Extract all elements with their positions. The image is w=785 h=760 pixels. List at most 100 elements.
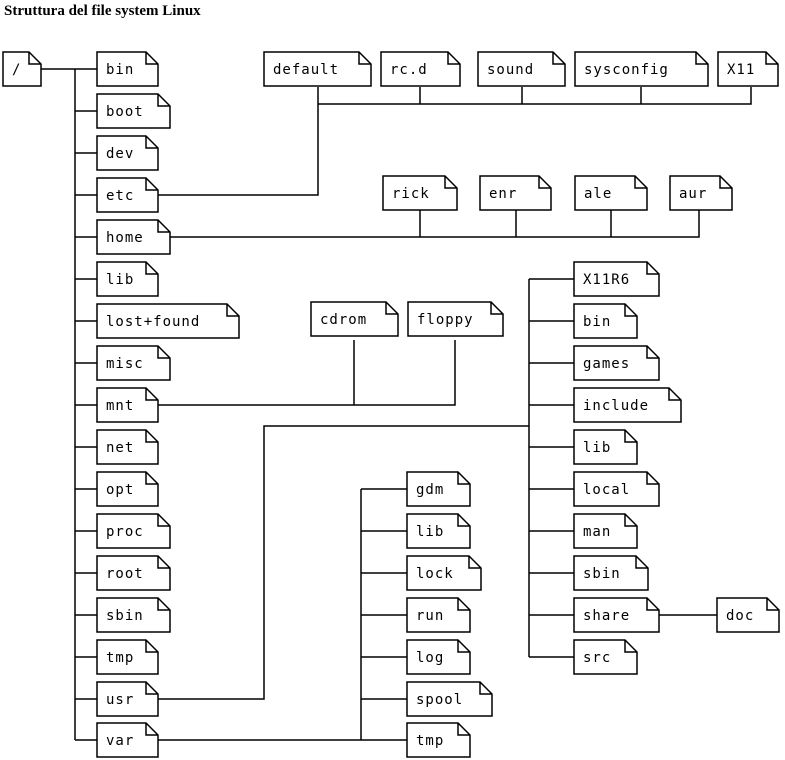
dir-label: proc <box>106 524 144 540</box>
dir-node-misc: misc <box>96 345 171 381</box>
dir-label: boot <box>106 104 144 120</box>
folded-page-icon <box>96 303 240 339</box>
dir-label: include <box>583 398 649 414</box>
diagram-title: Struttura del file system Linux <box>4 3 201 19</box>
dir-node-etc-rcd: rc.d <box>380 51 461 87</box>
folded-page-icon <box>716 597 780 633</box>
dir-label: spool <box>416 692 463 708</box>
folded-page-icon <box>96 135 159 171</box>
folded-page-icon <box>96 639 159 675</box>
folded-page-icon <box>96 513 171 549</box>
dir-label: etc <box>106 188 134 204</box>
folded-page-icon <box>96 429 159 465</box>
dir-label: bin <box>106 62 134 78</box>
folded-page-icon <box>2 51 42 87</box>
dir-label: sysconfig <box>584 62 669 78</box>
folded-page-icon <box>380 51 461 87</box>
dir-label: doc <box>726 608 754 624</box>
connector-usr <box>158 425 529 700</box>
dir-node-etc-default: default <box>263 51 372 87</box>
dir-label: bin <box>583 314 611 330</box>
dir-node-var-spool: spool <box>406 681 493 717</box>
folded-page-icon <box>96 681 159 717</box>
dir-label: share <box>583 608 630 624</box>
dir-label: lost+found <box>106 314 200 330</box>
folded-page-icon <box>406 597 471 633</box>
dir-label: rc.d <box>390 62 428 78</box>
dir-node-root-dir: root <box>96 555 171 591</box>
dir-label: games <box>583 356 630 372</box>
dir-node-etc: etc <box>96 177 159 213</box>
folded-page-icon <box>573 261 660 297</box>
dir-node-mnt-floppy: floppy <box>407 301 504 337</box>
folded-page-icon <box>406 471 471 507</box>
dir-label: ale <box>584 186 612 202</box>
folded-page-icon <box>574 175 648 211</box>
dir-label: misc <box>106 356 144 372</box>
folded-page-icon <box>310 301 399 337</box>
dir-node-mnt-cdrom: cdrom <box>310 301 399 337</box>
dir-node-root: / <box>2 51 42 87</box>
dir-node-sbin: sbin <box>96 597 171 633</box>
tree-nodes: / bin boot dev etc home lib lost+found misc mnt ne… <box>2 51 780 758</box>
dir-label: run <box>416 608 444 624</box>
dir-label: dev <box>106 146 134 162</box>
folded-page-icon <box>407 301 504 337</box>
dir-node-home: home <box>96 219 171 255</box>
dir-label: local <box>583 482 630 498</box>
folded-page-icon <box>382 175 458 211</box>
folded-page-icon <box>406 639 471 675</box>
folded-page-icon <box>669 175 733 211</box>
folded-page-icon <box>573 471 660 507</box>
dir-label: sbin <box>106 608 144 624</box>
folded-page-icon <box>477 51 566 87</box>
dir-node-etc-sound: sound <box>477 51 566 87</box>
dir-node-usr-x11r6: X11R6 <box>573 261 660 297</box>
dir-node-usr-sbin: sbin <box>573 555 649 591</box>
dir-label: rick <box>392 186 430 202</box>
dir-label: lib <box>416 524 444 540</box>
dir-node-usr-lib: lib <box>573 429 638 465</box>
dir-label: root <box>106 566 144 582</box>
dir-label: sound <box>487 62 534 78</box>
folded-page-icon <box>574 51 709 87</box>
dir-node-usr-include: include <box>573 387 682 423</box>
dir-node-tmp: tmp <box>96 639 159 675</box>
dir-node-bin: bin <box>96 51 159 87</box>
dir-label: man <box>583 524 611 540</box>
dir-node-usr-bin: bin <box>573 303 638 339</box>
dir-node-etc-x11: X11 <box>717 51 779 87</box>
dir-label: net <box>106 440 134 456</box>
folded-page-icon <box>717 51 779 87</box>
folded-page-icon <box>96 345 171 381</box>
dir-label: floppy <box>417 312 474 328</box>
connector-etc <box>158 87 319 196</box>
dir-label: var <box>106 733 134 749</box>
folded-page-icon <box>406 722 471 758</box>
folded-page-icon <box>573 639 638 675</box>
folded-page-icon <box>406 681 493 717</box>
connector-mnt <box>158 340 456 406</box>
dir-node-etc-sysconfig: sysconfig <box>574 51 709 87</box>
dir-node-mnt: mnt <box>96 387 159 423</box>
dir-label: / <box>12 62 21 78</box>
dir-node-boot: boot <box>96 93 171 129</box>
dir-label: mnt <box>106 398 134 414</box>
dir-node-usr: usr <box>96 681 159 717</box>
folded-page-icon <box>573 429 638 465</box>
folded-page-icon <box>573 513 638 549</box>
dir-node-var-log: log <box>406 639 471 675</box>
dir-node-usr-share: share <box>573 597 660 633</box>
dir-label: tmp <box>106 650 134 666</box>
folded-page-icon <box>96 219 171 255</box>
dir-label: log <box>416 650 444 666</box>
dir-label: lib <box>583 440 611 456</box>
dir-label: cdrom <box>320 312 367 328</box>
dir-node-proc: proc <box>96 513 171 549</box>
folded-page-icon <box>96 261 159 297</box>
dir-label: tmp <box>416 733 444 749</box>
dir-node-var-gdm: gdm <box>406 471 471 507</box>
dir-node-var-lock: lock <box>406 555 482 591</box>
dir-node-lost-found: lost+found <box>96 303 240 339</box>
